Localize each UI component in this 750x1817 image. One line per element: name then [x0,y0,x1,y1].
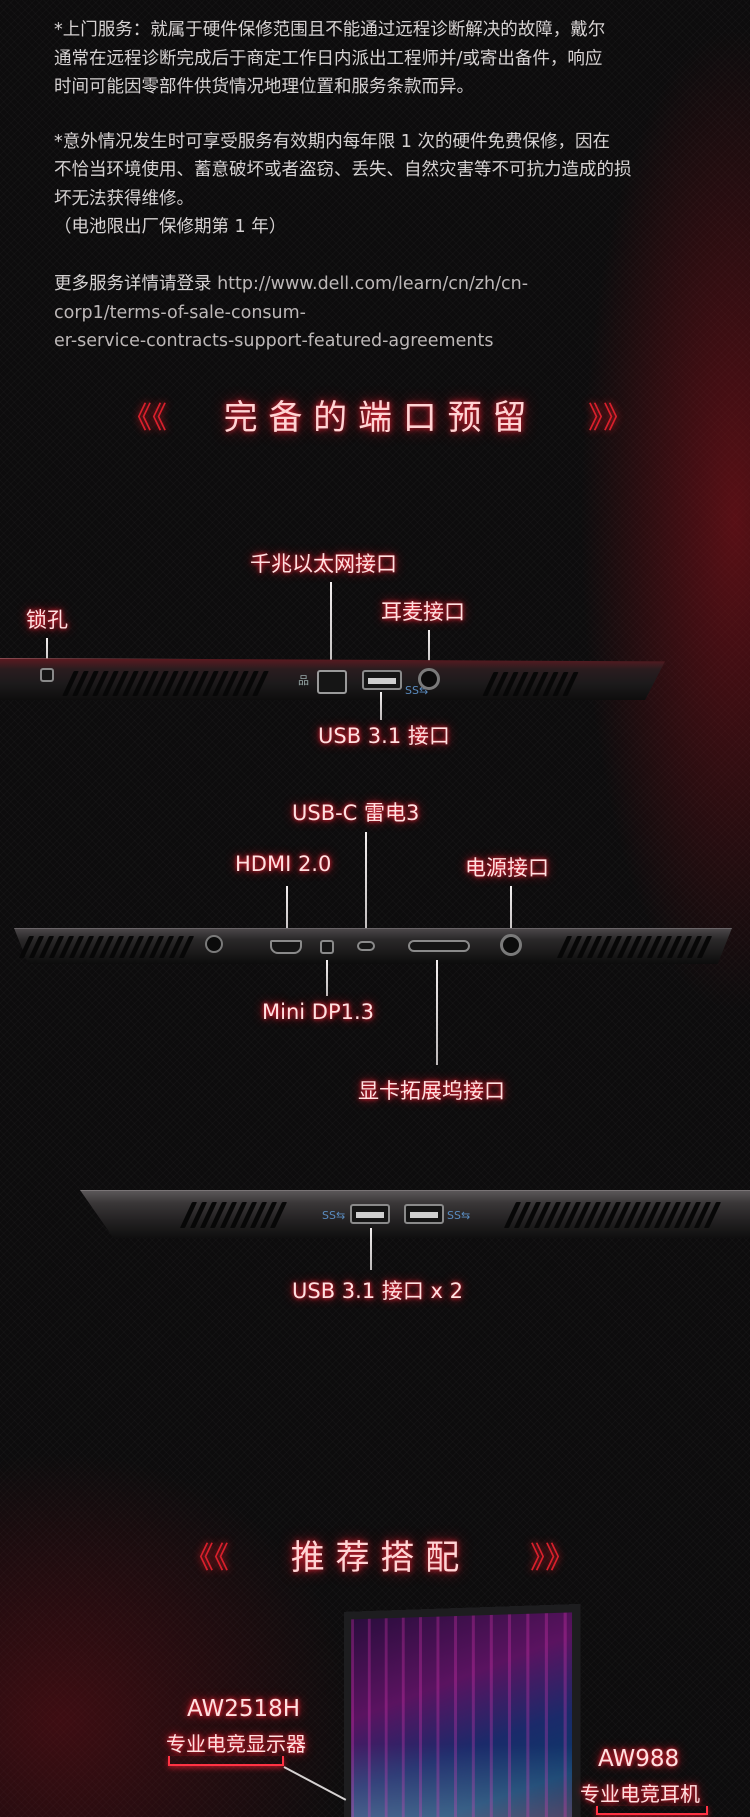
graphics-amplifier-line [436,960,438,1065]
usb-label: USB 3.1 接口 [318,724,450,748]
rear-right-vent-icon [556,936,722,958]
power-port-icon [500,934,522,956]
right-edge-left-vent-icon [179,1202,288,1228]
usb-c-port-icon [357,941,375,951]
right-vent-icon [482,672,579,696]
usb-x2-line [370,1228,372,1270]
mini-dp-port-icon [320,940,334,954]
mini-dp-line [326,960,328,996]
ports-section-title: 完 备 的 端 口 预 留 [223,398,527,438]
usb-c-thunderbolt-label: USB-C 雷电3 [292,801,420,825]
hdmi-line [286,886,288,940]
aw2518h-monitor-image [343,1603,581,1817]
left-vent-icon [62,671,278,696]
power-port-label: 电源接口 [465,856,549,880]
usb-x2-label: USB 3.1 接口 x 2 [292,1279,463,1303]
monitor-desc-label: 专业电竞显示器 [166,1732,306,1756]
hdmi-port-icon [270,940,302,954]
headset-desc-label: 专业电竞耳机 [580,1782,700,1806]
chevron-right-icon: 》》 [588,401,633,436]
ss-usb-symbol-1-icon: SS⇆ [322,1209,346,1222]
accident-protection-note: *意外情况发生时可享受服务有效期内每年限 1 次的硬件免费保修，因在 不恰当环境… [54,131,632,238]
audio-jack-icon [418,668,440,690]
lock-slot-icon [40,668,54,682]
ethernet-port-icon [317,670,347,694]
usb-port-2-icon [404,1204,444,1224]
usb-port-1-icon [350,1204,390,1224]
headset-model-label: AW988 [598,1746,680,1772]
headset-label-bracket [596,1806,708,1815]
rear-left-vent-icon [18,936,204,958]
mini-dp-label: Mini DP1.3 [262,1000,375,1024]
usb-port-icon [362,670,402,690]
graphics-amplifier-port-icon [408,940,470,952]
ss-usb-symbol-2-icon: SS⇆ [447,1209,471,1222]
onsite-service-note: *上门服务：就属于硬件保修范围且不能通过远程诊断解决的故障，戴尔 通常在远程诊断… [54,20,606,97]
service-notes: *上门服务：就属于硬件保修范围且不能通过远程诊断解决的故障，戴尔 通常在远程诊断… [54,16,714,356]
terms-link[interactable]: http://www.dell.com/learn/cn/zh/cn- corp… [54,274,529,351]
right-edge-right-vent-icon [503,1202,740,1228]
more-info-note: 更多服务详情请登录 http://www.dell.com/learn/cn/z… [54,242,714,356]
audio-jack-line [428,630,430,672]
audio-jack-label: 耳麦接口 [381,600,465,624]
more-info-prefix: 更多服务详情请登录 [54,274,218,294]
chevron-left-icon: 《《 [122,401,167,436]
rear-screw-left-icon [205,935,223,953]
chevron-right-2-icon: 》》 [530,1541,575,1576]
recommend-section-title: 推 荐 搭 配 [290,1538,460,1578]
power-line [510,886,512,938]
graphics-amplifier-label: 显卡拓展坞接口 [358,1079,505,1103]
hdmi-label: HDMI 2.0 [235,852,332,876]
usb-line [380,692,382,720]
lock-slot-label: 锁孔 [26,608,68,632]
usb-c-line [365,832,367,940]
monitor-label-bracket [168,1756,284,1766]
ethernet-symbol-icon: 品 [298,674,309,687]
monitor-model-label: AW2518H [187,1696,301,1722]
ethernet-line [330,582,332,674]
ethernet-label: 千兆以太网接口 [250,552,397,576]
chevron-left-2-icon: 《《 [184,1541,229,1576]
lock-slot-line [46,638,48,668]
